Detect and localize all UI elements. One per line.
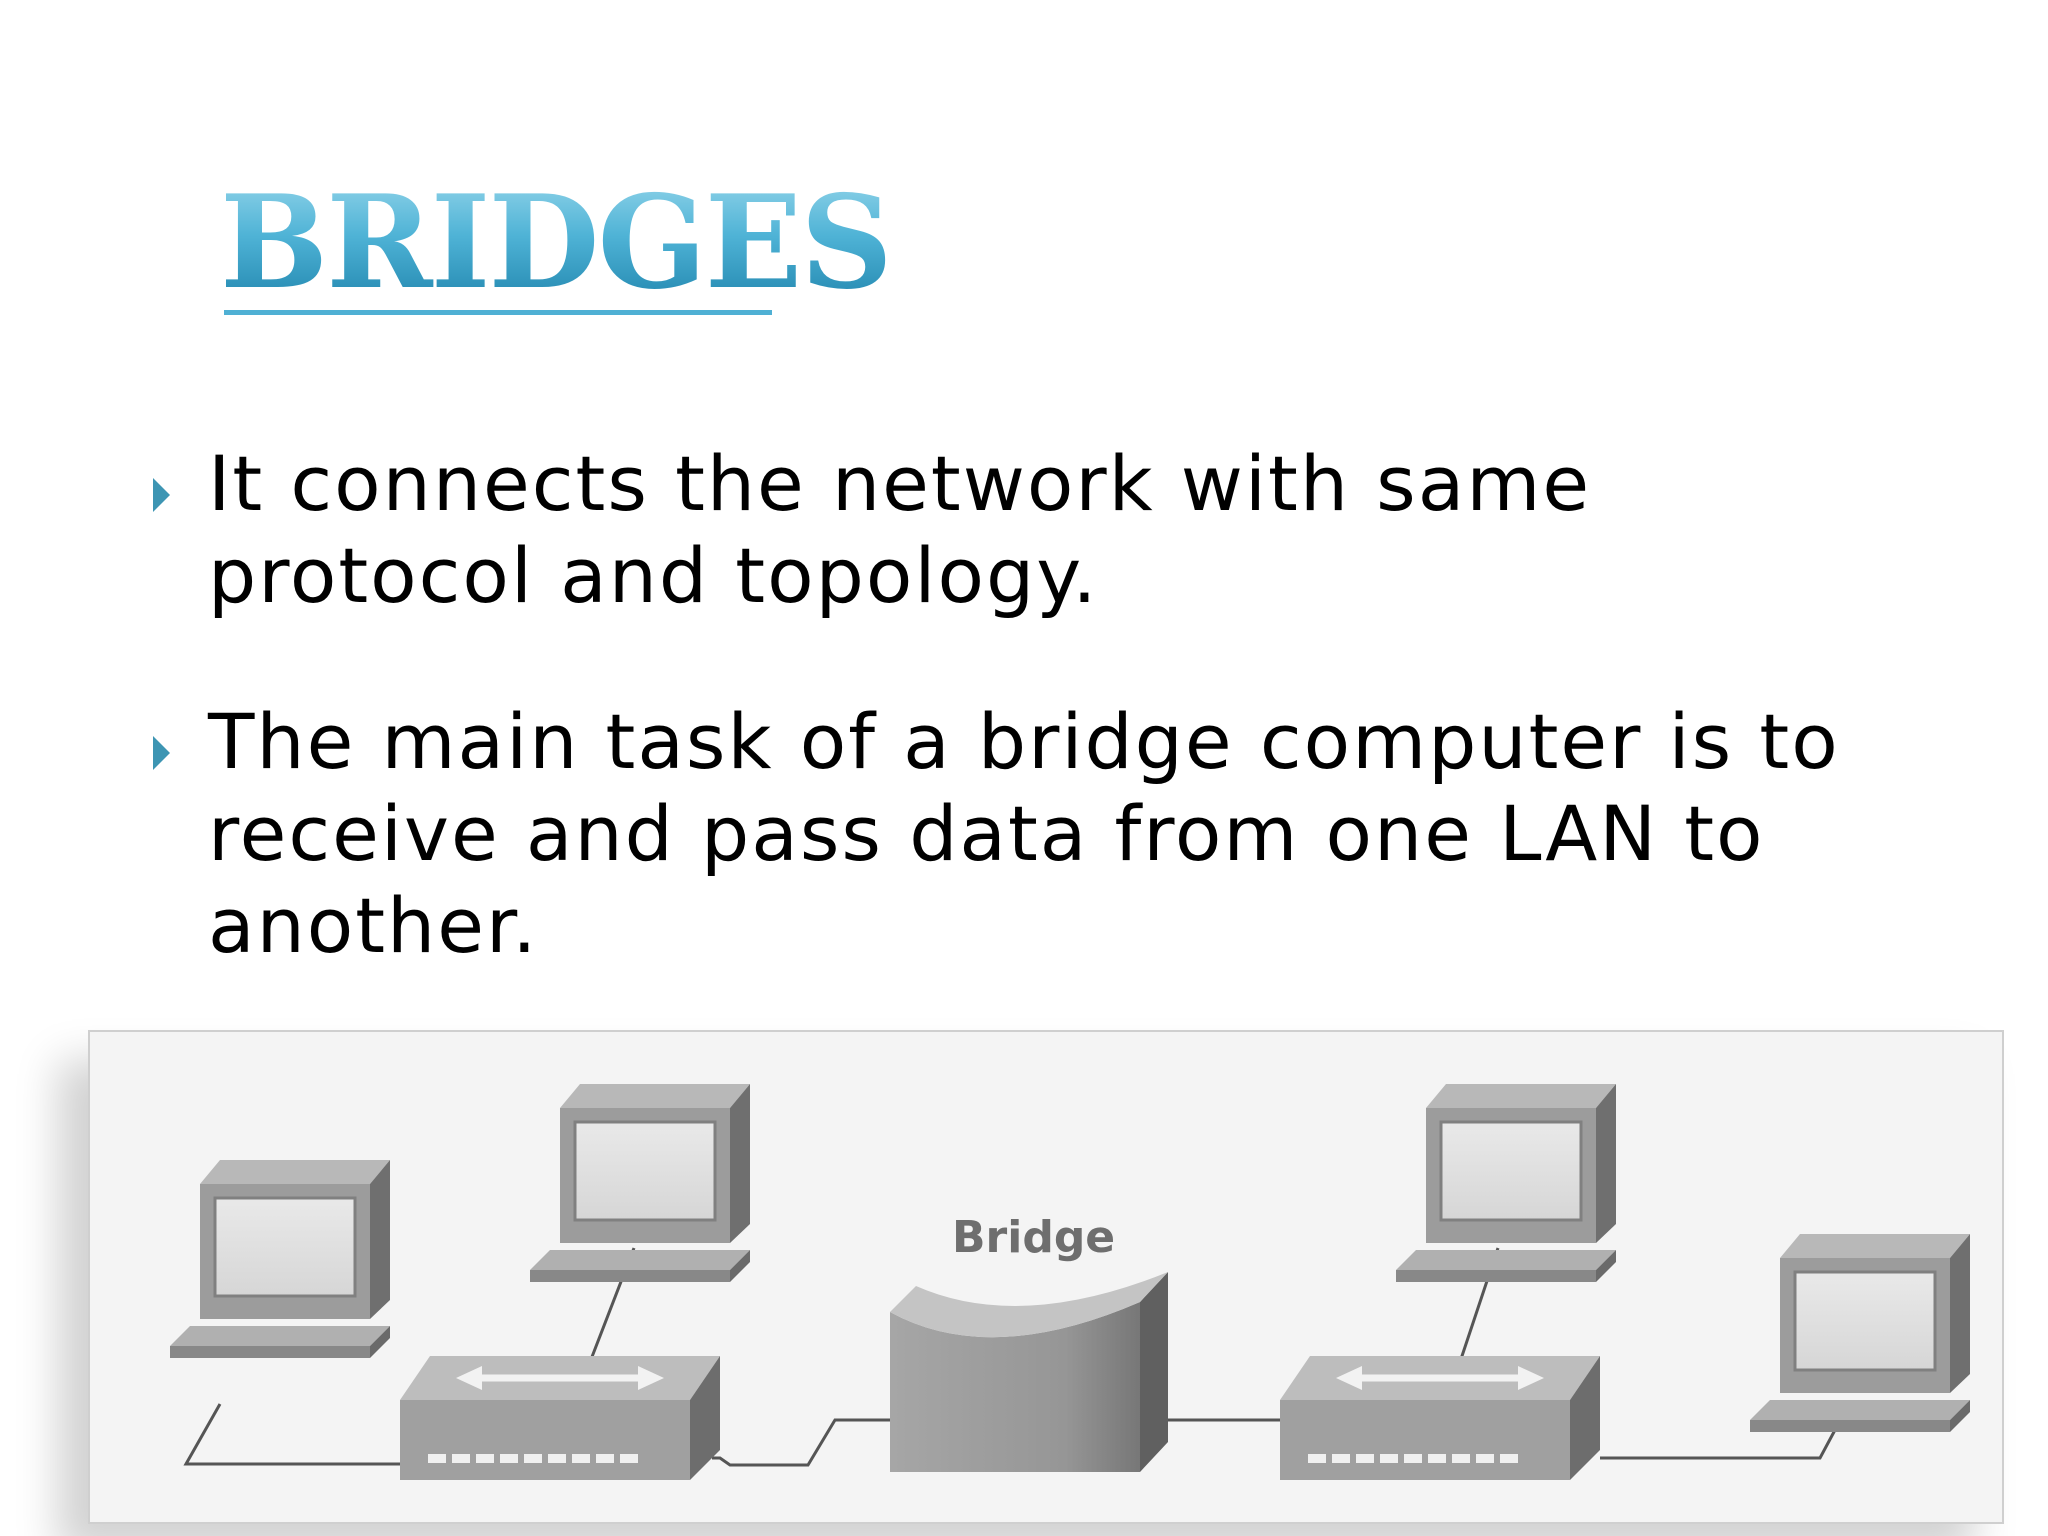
triangle-bullet-icon [153,736,170,770]
cable [183,1403,400,1466]
bullet-text: The main task of a bridge computer is to… [208,697,1840,970]
hub-switch-icon [1280,1356,1600,1480]
bridge-device-icon [890,1272,1168,1472]
cable [712,1418,890,1467]
desktop-computer-icon [1750,1234,1970,1432]
desktop-computer-icon [170,1160,390,1358]
desktop-computer-icon [1396,1084,1616,1282]
bridge-network-diagram: Bridge [88,1030,2004,1524]
bullet-text: It connects the network with same protoc… [208,439,1592,620]
bridge-label: Bridge [952,1212,1115,1263]
triangle-bullet-icon [153,478,170,512]
diagram-svg: Bridge [170,1084,1970,1480]
bullet-item: The main task of a bridge computer is to… [148,696,1928,972]
hub-switch-icon [400,1356,720,1480]
bullet-list: It connects the network with same protoc… [148,438,1928,1046]
desktop-computer-icon [530,1084,750,1282]
bullet-item: It connects the network with same protoc… [148,438,1928,622]
title-underline [224,310,772,315]
slide-title: BRIDGES [220,168,893,318]
